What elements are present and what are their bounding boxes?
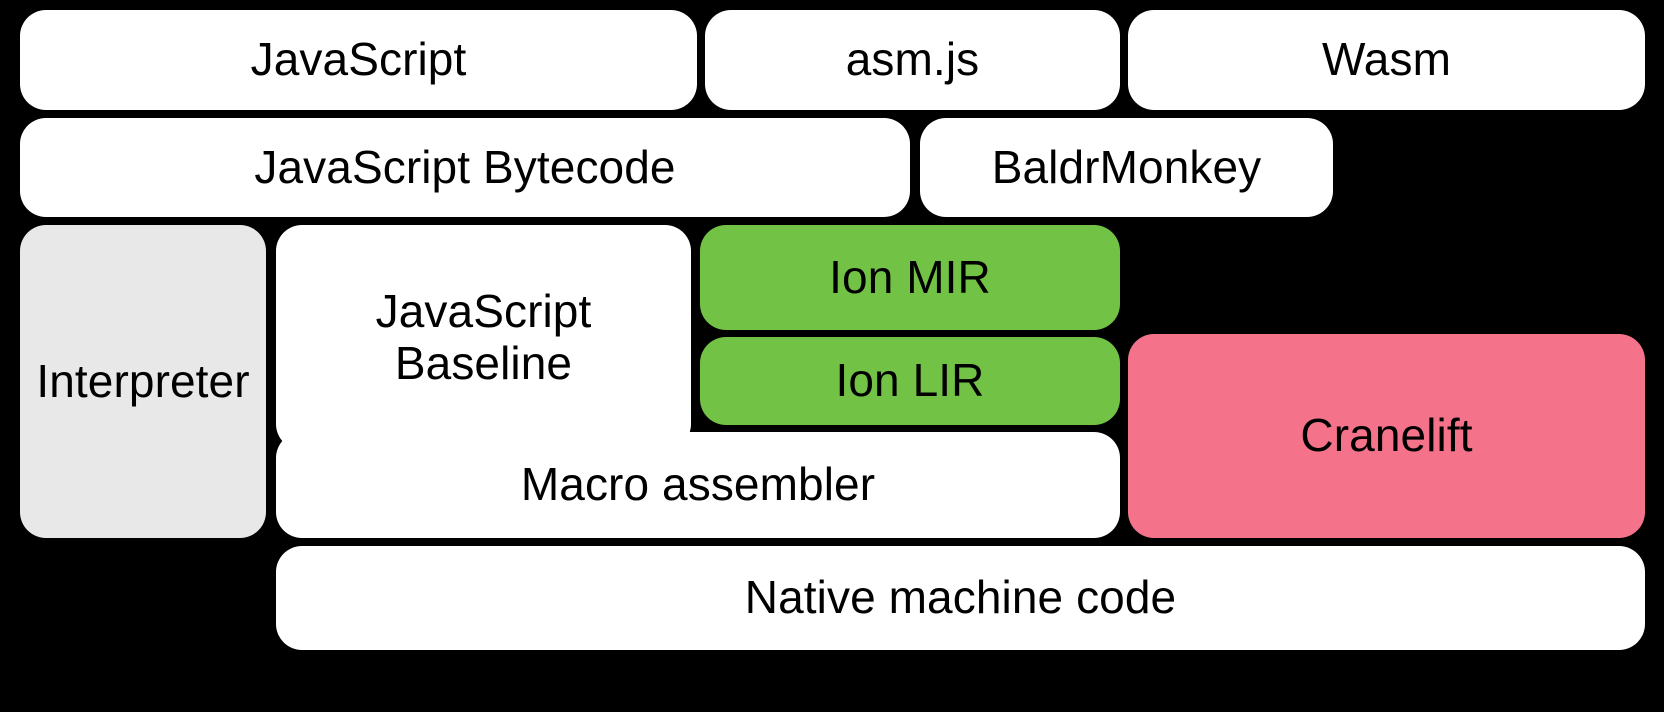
stage-box-ion-lir[interactable]: Ion LIR xyxy=(700,337,1120,425)
stage-box-javascript[interactable]: JavaScript xyxy=(20,10,697,110)
stage-box-ion-mir[interactable]: Ion MIR xyxy=(700,225,1120,330)
stage-box-asmjs[interactable]: asm.js xyxy=(705,10,1120,110)
stage-box-baldrmonkey[interactable]: BaldrMonkey xyxy=(920,118,1333,217)
stage-box-javascript-bytecode[interactable]: JavaScript Bytecode xyxy=(20,118,910,217)
stage-box-macro-assembler[interactable]: Macro assembler xyxy=(276,432,1120,538)
stage-box-javascript-baseline[interactable]: JavaScript Baseline xyxy=(276,225,691,450)
stage-box-cranelift[interactable]: Cranelift xyxy=(1128,334,1645,538)
stage-box-interpreter[interactable]: Interpreter xyxy=(20,225,266,538)
stage-box-native-machine-code[interactable]: Native machine code xyxy=(276,546,1645,650)
stage-box-wasm[interactable]: Wasm xyxy=(1128,10,1645,110)
